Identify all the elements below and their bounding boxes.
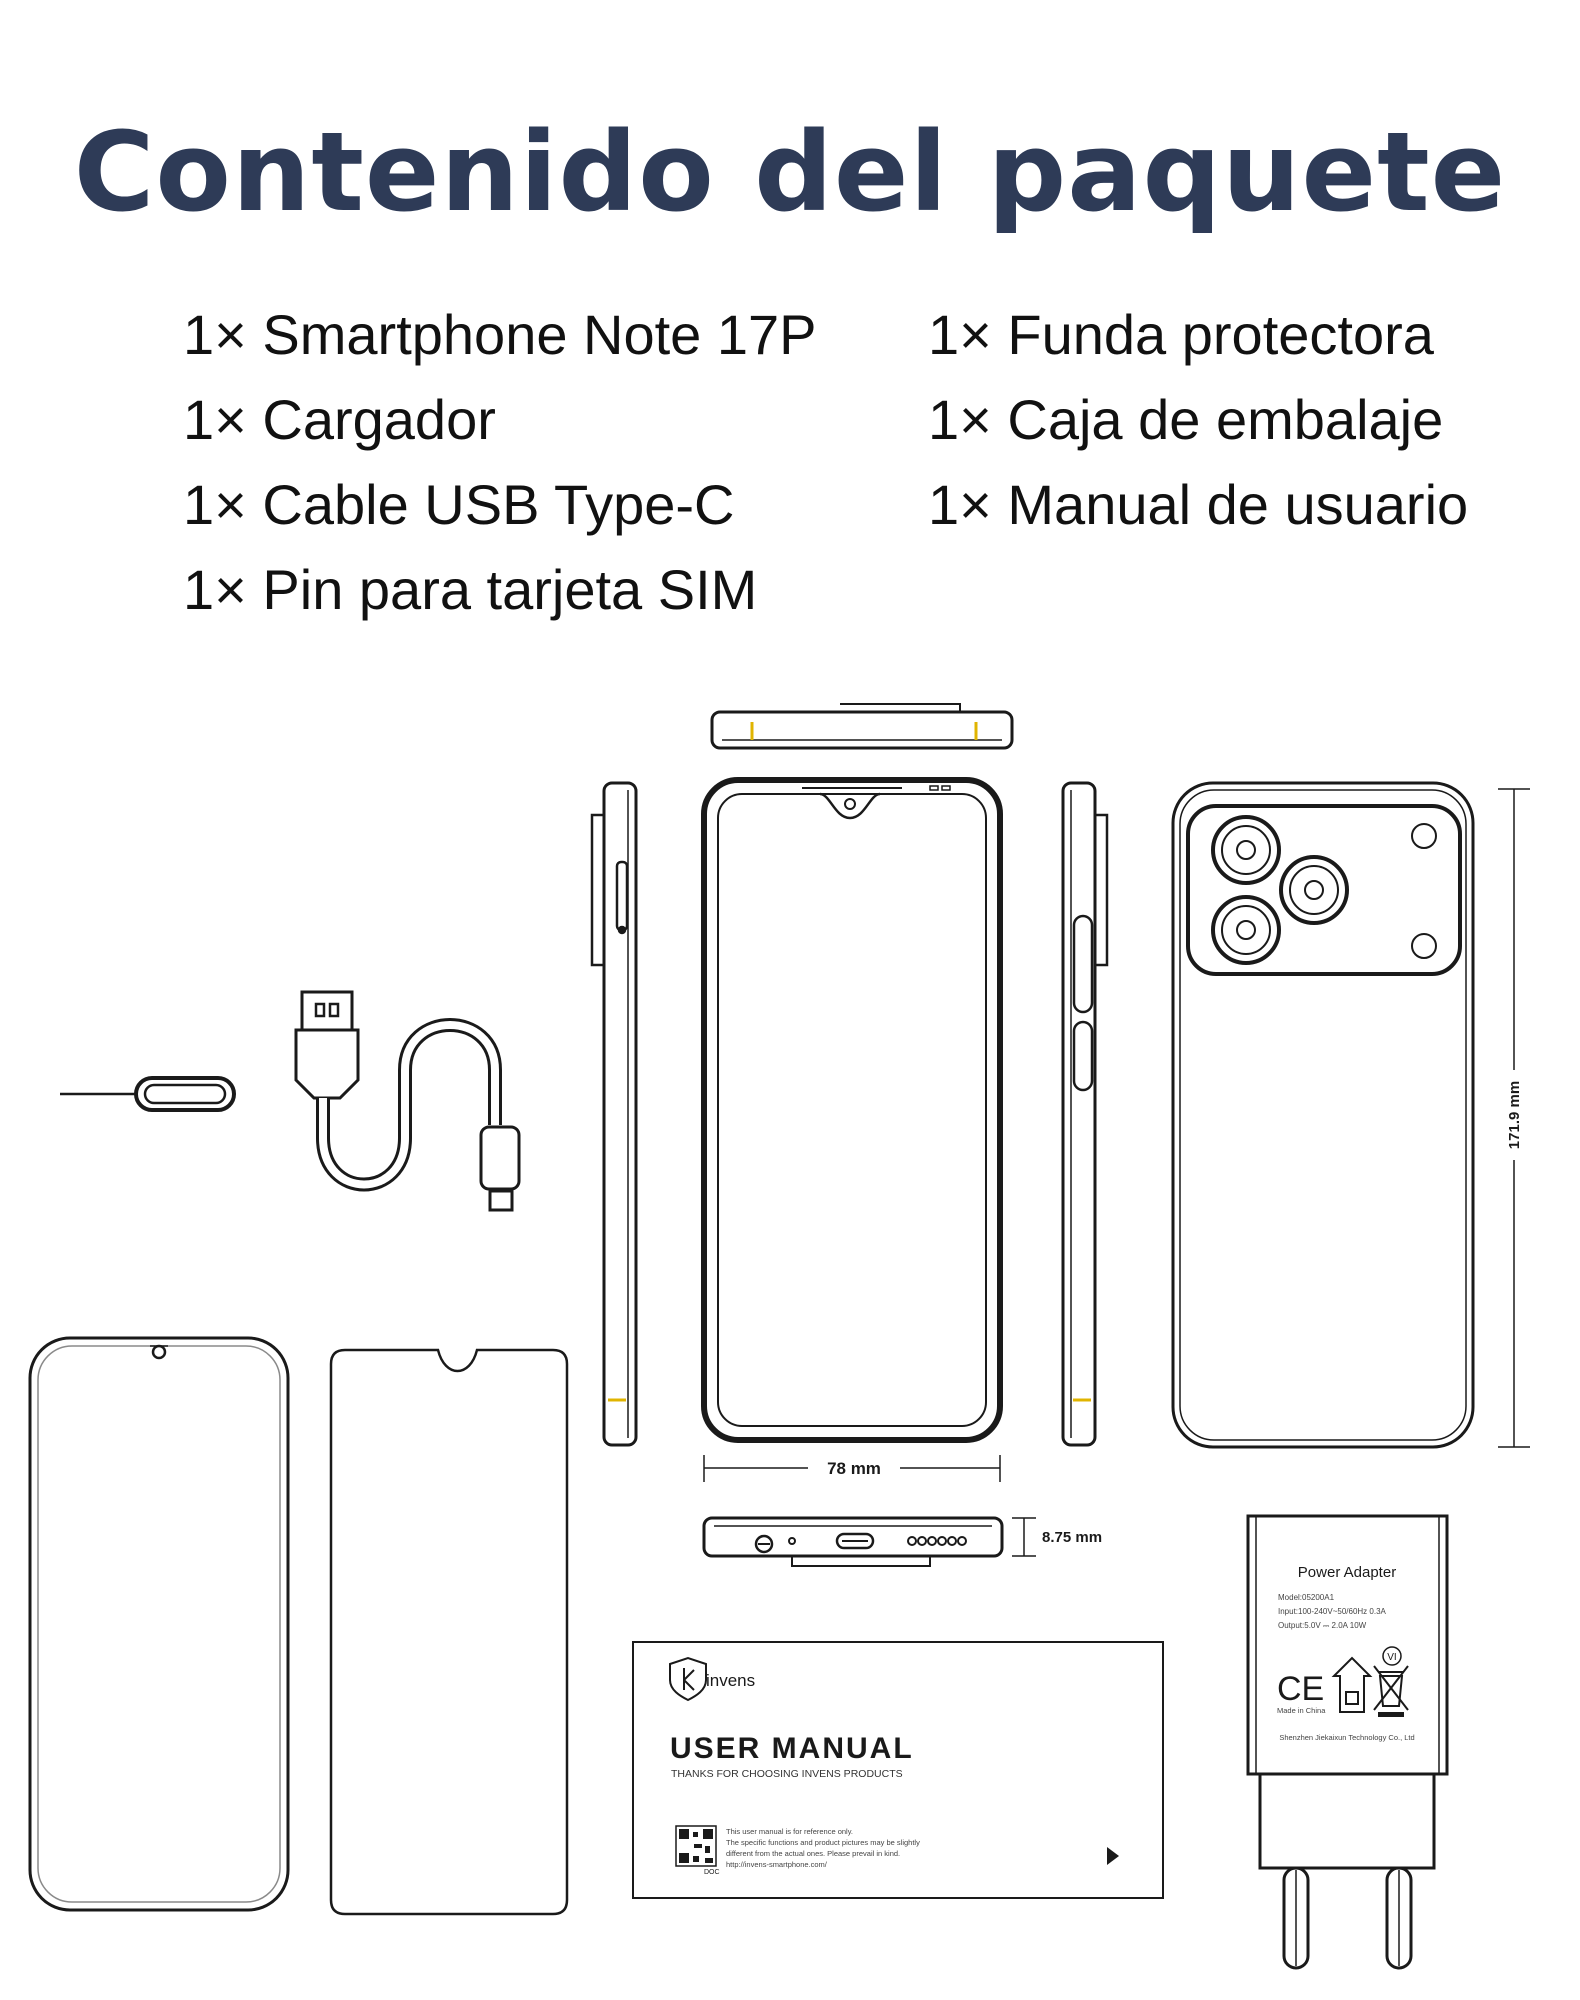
phone-right-side-view: [1061, 781, 1109, 1447]
list-item: 1× Smartphone Note 17P: [183, 303, 817, 366]
manual-heading: USER MANUAL: [670, 1732, 914, 1765]
thickness-label: 8.75 mm: [1042, 1529, 1102, 1546]
user-manual-illustration: invens USER MANUAL THANKS FOR CHOOSING I…: [632, 1641, 1164, 1899]
power-adapter-illustration: Power Adapter Model:05200A1 Input:100-24…: [1246, 1514, 1449, 1970]
phone-top-view: [710, 703, 1014, 750]
contents-list-left: 1× Smartphone Note 17P 1× Cargador 1× Ca…: [183, 292, 817, 632]
phone-left-side-view: [590, 781, 638, 1447]
list-item: 1× Pin para tarjeta SIM: [183, 558, 758, 621]
width-dimension: 78 mm: [703, 1455, 1001, 1482]
phone-back-view: [1171, 781, 1475, 1449]
adapter-label: Power Adapter: [1298, 1564, 1396, 1581]
page-title: Contenido del paquete: [73, 108, 1507, 236]
indoor-use-icon: [1331, 1656, 1373, 1713]
made-in-label: Made in China: [1277, 1706, 1326, 1715]
phone-front-view: [701, 777, 1003, 1443]
manual-subheading: THANKS FOR CHOOSING INVENS PRODUCTS: [671, 1768, 903, 1780]
height-label: 171.9 mm: [1506, 1081, 1523, 1149]
protective-case-illustration: [28, 1336, 290, 1912]
manual-brand: invens: [706, 1671, 755, 1690]
thickness-dimension: 8.75 mm: [1012, 1517, 1102, 1557]
qr-code-icon: [675, 1825, 717, 1867]
manual-url: http://invens-smartphone.com/: [726, 1860, 828, 1869]
sim-pin-illustration: [60, 1076, 236, 1112]
adapter-output: Output:5.0V ⎓ 2.0A 10W: [1278, 1621, 1367, 1630]
list-item: 1× Caja de embalaje: [928, 388, 1444, 451]
weee-bin-icon: [1373, 1665, 1409, 1717]
list-item: 1× Manual de usuario: [928, 473, 1469, 536]
width-label: 78 mm: [827, 1459, 881, 1478]
manual-note: different from the actual ones. Please p…: [726, 1849, 900, 1858]
ce-mark-icon: CE: [1277, 1670, 1324, 1708]
adapter-model: Model:05200A1: [1278, 1593, 1335, 1602]
adapter-input: Input:100-240V~50/60Hz 0.3A: [1278, 1607, 1387, 1616]
phone-bottom-view: [702, 1516, 1004, 1567]
efficiency-mark: VI: [1387, 1652, 1396, 1663]
qr-label: DOC: [704, 1869, 720, 1876]
manual-note: This user manual is for reference only.: [726, 1827, 853, 1836]
screen-protector-illustration: [329, 1348, 569, 1916]
invens-logo-icon: [669, 1656, 707, 1702]
usb-cable-illustration: [294, 990, 521, 1212]
contents-list-right: 1× Funda protectora 1× Caja de embalaje …: [928, 292, 1468, 547]
play-triangle-icon: [1107, 1847, 1119, 1865]
list-item: 1× Cargador: [183, 388, 496, 451]
list-item: 1× Funda protectora: [928, 303, 1434, 366]
manual-note: The specific functions and product pictu…: [726, 1838, 920, 1847]
adapter-company: Shenzhen Jiekaixun Technology Co., Ltd: [1279, 1733, 1414, 1742]
height-dimension: 171.9 mm: [1498, 788, 1530, 1448]
list-item: 1× Cable USB Type-C: [183, 473, 735, 536]
